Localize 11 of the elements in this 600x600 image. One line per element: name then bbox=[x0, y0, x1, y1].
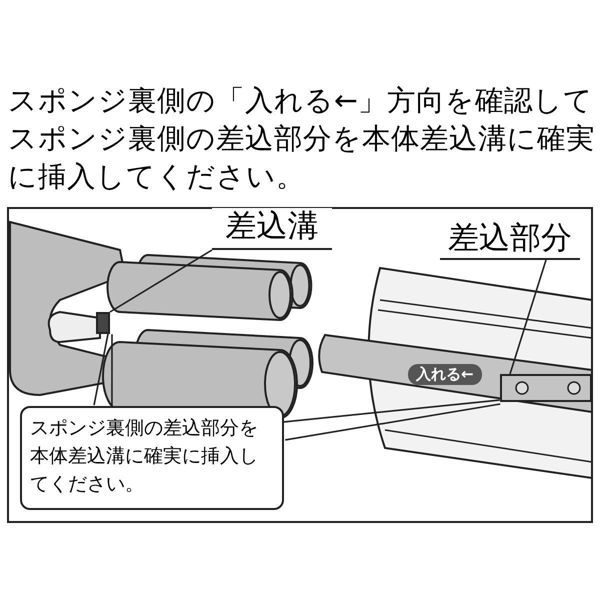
part-label: 差込部分 bbox=[440, 220, 580, 260]
instruction-heading: スポンジ裏側の「入れる←」方向を確認してスポンジ裏側の差込部分を本体差込溝に確実に挿入してください。 bbox=[8, 83, 596, 195]
callout-pointer bbox=[93, 333, 113, 408]
part-label: 差込溝 bbox=[212, 208, 332, 250]
callout-box: スポンジ裏側の差込部分を本体差込溝に確実に挿入してください。 bbox=[20, 406, 284, 510]
leader-line bbox=[110, 249, 212, 313]
insertion-strip bbox=[500, 374, 592, 402]
leader-line bbox=[509, 260, 547, 374]
callout-pointer bbox=[282, 399, 502, 441]
insert-direction-label: 入れる← bbox=[408, 364, 482, 385]
insertion-slot bbox=[96, 312, 110, 334]
